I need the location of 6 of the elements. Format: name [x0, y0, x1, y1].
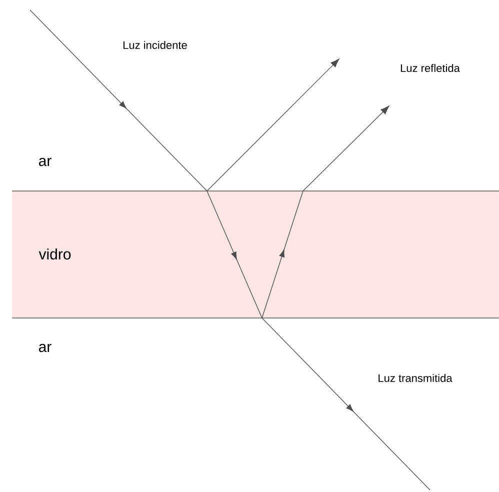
light-label: Luz incidente [124, 40, 187, 50]
medium-label: ar [38, 158, 52, 166]
medium-label: ar [38, 344, 52, 352]
light-label: Luz refletida [400, 64, 460, 72]
light-label: Luz transmitida [378, 374, 452, 382]
glass-layer: vidro [12, 190, 499, 318]
